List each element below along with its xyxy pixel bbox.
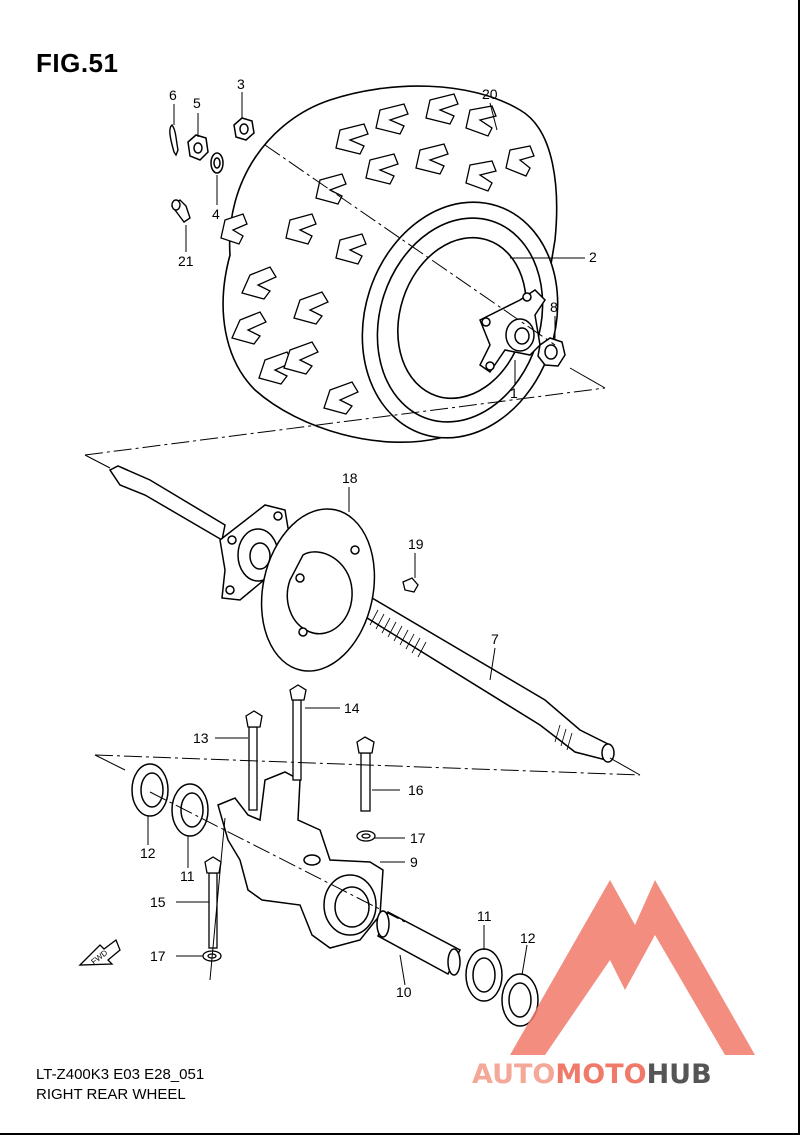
bearing-housing <box>217 771 384 949</box>
brake-disc <box>260 508 376 672</box>
tire <box>222 85 559 444</box>
callout-9: 9 <box>410 854 418 870</box>
figure-title: FIG.51 <box>36 48 119 78</box>
callout-12-left: 12 <box>140 845 156 861</box>
callout-20: 20 <box>482 86 498 102</box>
disc-bolt <box>402 577 419 593</box>
wheel-nut <box>233 117 255 141</box>
callout-13: 13 <box>193 730 209 746</box>
fwd-arrow-icon: FWD <box>78 938 121 966</box>
callout-11-left: 11 <box>180 868 195 884</box>
tire-tread <box>220 93 535 415</box>
castle-nut <box>187 134 209 161</box>
watermark-part1: AUTO <box>472 1059 555 1090</box>
callout-12-right: 12 <box>520 930 536 946</box>
callout-15: 15 <box>150 894 166 910</box>
rear-axle <box>108 465 615 763</box>
callout-17-left: 17 <box>150 948 166 964</box>
watermark-logo-icon <box>510 880 755 1055</box>
leader-lines <box>147 92 585 986</box>
callout-10: 10 <box>396 984 412 1000</box>
callout-11-right: 11 <box>477 908 492 924</box>
callout-17-right: 17 <box>410 830 426 846</box>
watermark-part2: MOTO <box>555 1059 646 1090</box>
figure-caption: RIGHT REAR WHEEL <box>36 1086 186 1103</box>
callout-16: 16 <box>408 782 424 798</box>
callout-21: 21 <box>178 253 194 269</box>
callout-1: 1 <box>510 385 518 401</box>
hub-nut <box>537 337 566 367</box>
centerlines <box>84 144 641 923</box>
housing-bolts <box>204 684 375 949</box>
watermark-part3: HUB <box>647 1059 712 1090</box>
callout-3: 3 <box>237 76 245 92</box>
callout-6: 6 <box>169 87 177 103</box>
spacer-sleeve <box>376 910 461 976</box>
callout-19: 19 <box>408 536 424 552</box>
washer <box>210 152 224 174</box>
callout-2: 2 <box>589 249 597 265</box>
model-code: LT-Z400K3 E03 E28_051 <box>36 1066 205 1083</box>
axle-spline <box>369 609 573 751</box>
callout-14: 14 <box>344 700 360 716</box>
svg-text:AUTOMOTOHUB: AUTOMOTOHUB <box>472 1059 712 1090</box>
guide-lines <box>84 367 641 981</box>
callout-numbers: 6 5 3 20 4 21 2 8 1 18 19 7 14 13 16 17 … <box>140 76 597 1000</box>
bearings-seals <box>131 763 539 1027</box>
cotter-pin <box>169 124 179 157</box>
watermark-text: AUTOMOTOHUB <box>472 1059 712 1090</box>
tire-valve <box>171 199 191 223</box>
callout-5: 5 <box>193 95 201 111</box>
callout-4: 4 <box>212 206 220 222</box>
callout-7: 7 <box>491 631 499 647</box>
callout-8: 8 <box>550 299 558 315</box>
wheel-hub <box>479 289 546 374</box>
callout-18: 18 <box>342 470 358 486</box>
